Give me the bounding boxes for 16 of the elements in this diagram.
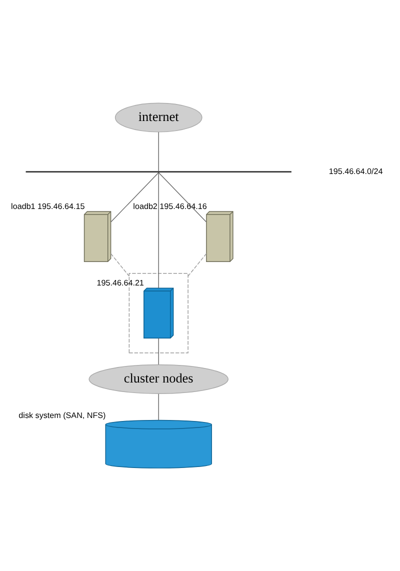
node-label: disk system (SAN, NFS) <box>18 410 106 420</box>
node-ellipse: cluster nodes <box>88 364 229 394</box>
node-label: loadb2 195.46.64.16 <box>133 202 207 212</box>
connector <box>158 132 159 172</box>
connector <box>158 338 159 365</box>
connector <box>188 253 207 277</box>
connector <box>158 172 207 222</box>
connector <box>110 253 130 277</box>
node-bar <box>26 171 292 173</box>
node-ellipse: internet <box>114 102 202 132</box>
node-label: loadb1 195.46.64.15 <box>11 202 85 212</box>
connector <box>110 172 159 222</box>
node-label: 195.46.64.21 <box>96 278 144 288</box>
connector <box>158 394 159 420</box>
label: 195.46.64.0/24 <box>328 166 383 176</box>
connector <box>158 172 159 288</box>
